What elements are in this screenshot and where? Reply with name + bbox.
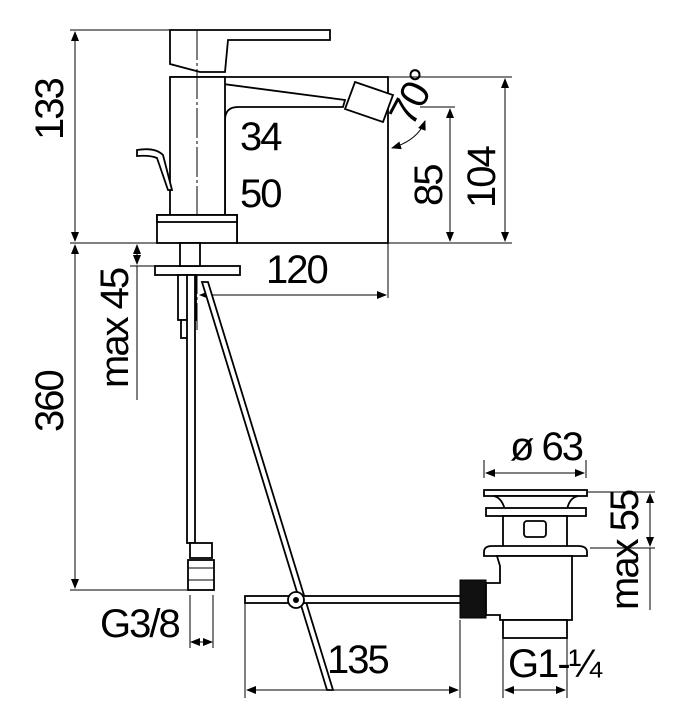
dim-133-label: 133: [28, 79, 72, 140]
dim-34-label: 34: [240, 115, 282, 159]
dim-g38-label: G3/8: [100, 602, 179, 646]
stud: [179, 242, 201, 267]
lower-plate: [154, 265, 241, 276]
dim-g114-label: G1-¼: [508, 642, 603, 686]
mixer-body: [136, 29, 395, 339]
dim-120-label: 120: [266, 248, 327, 292]
pop-up-lever: [136, 148, 174, 191]
dim-104-label: 104: [460, 146, 504, 208]
dim-360-label: 360: [28, 371, 72, 432]
dim-max45-label: max 45: [93, 268, 137, 388]
pop-up-rod: [200, 281, 487, 691]
pop-up-waste: [483, 489, 588, 639]
hose-nut: [189, 542, 213, 559]
dim-85-label: 85: [407, 165, 451, 206]
dim-50-label: 50: [240, 172, 281, 216]
dim-135-label: 135: [327, 638, 388, 682]
lever-handle: [169, 29, 331, 73]
dim-o63-label: ø 63: [510, 425, 583, 469]
nozzle: [343, 80, 395, 124]
dim-70deg-label: 70°: [381, 63, 445, 132]
rod-knob: [459, 579, 487, 619]
supply-hose: [186, 274, 215, 591]
dim-max55-label: max 55: [603, 490, 647, 610]
